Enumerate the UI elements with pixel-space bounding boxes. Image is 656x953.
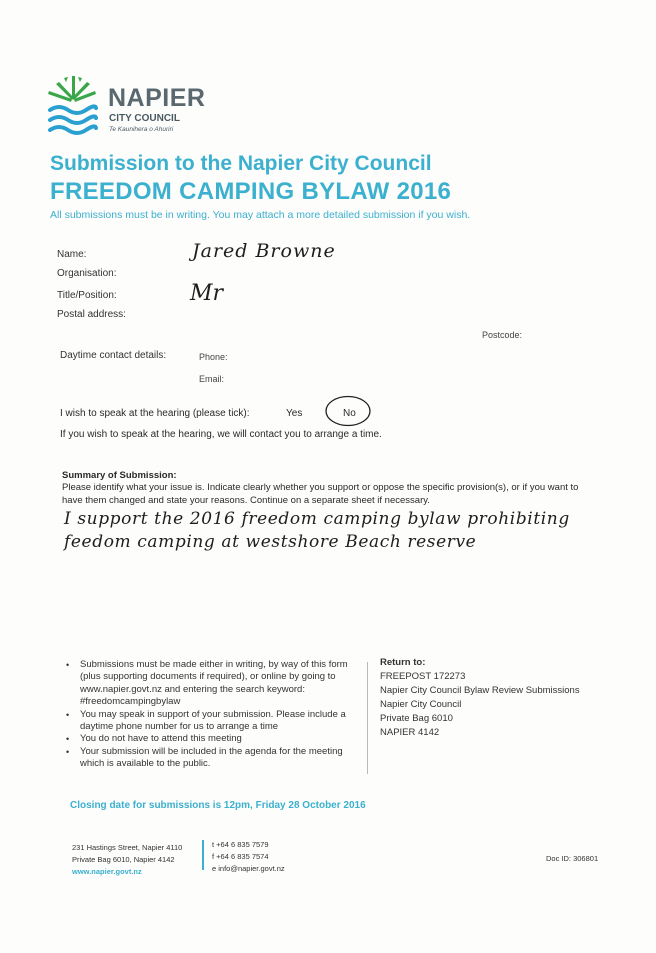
org-name: NAPIER [108, 84, 206, 112]
postcode-label: Postcode: [482, 330, 523, 340]
return-line: NAPIER 4142 [380, 727, 440, 738]
footer-phone: t +64 6 835 7579 [212, 840, 269, 849]
phone-label: Phone: [199, 352, 228, 362]
summary-instructions: Please identify what your issue is. Indi… [62, 482, 579, 506]
intro-text: All submissions must be in writing. You … [50, 209, 471, 221]
napier-logo-icon [48, 76, 98, 135]
return-line: Private Bag 6010 [380, 713, 453, 724]
return-line: Napier City Council [380, 699, 462, 710]
footer-address-postal: Private Bag 6010, Napier 4142 [72, 855, 175, 864]
note-item: Your submission will be included in the … [66, 746, 356, 771]
title-position-label: Title/Position: [57, 290, 117, 301]
footer-email[interactable]: e info@napier.govt.nz [212, 864, 285, 873]
contact-details-label: Daytime contact details: [60, 350, 167, 361]
postal-address-label: Postal address: [57, 309, 126, 320]
note-item: You do not have to attend this meeting [66, 733, 356, 746]
footer-address-street: 231 Hastings Street, Napier 4110 [72, 843, 183, 852]
hearing-yes-option[interactable]: Yes [286, 408, 303, 419]
org-maori-name: Te Kaunihera o Ahuriri [109, 126, 174, 133]
org-subtitle: CITY COUNCIL [109, 113, 180, 124]
return-heading: Return to: [380, 657, 426, 668]
closing-date: Closing date for submissions is 12pm, Fr… [70, 800, 366, 811]
form-title: Submission to the Napier City Council [50, 152, 432, 175]
no-circle-mark-icon [325, 395, 371, 427]
footer-divider [202, 840, 204, 870]
divider [367, 662, 368, 774]
title-value[interactable]: Mr [190, 281, 224, 306]
summary-heading: Summary of Submission: [62, 470, 177, 481]
note-item: You may speak in support of your submiss… [66, 709, 356, 734]
footer-fax: f +64 6 835 7574 [212, 852, 269, 861]
organisation-label: Organisation: [57, 268, 117, 279]
notes-list: Submissions must be made either in writi… [66, 659, 356, 771]
footer-website-link[interactable]: www.napier.govt.nz [72, 867, 142, 876]
hearing-note: If you wish to speak at the hearing, we … [60, 429, 382, 440]
form-subtitle: FREEDOM CAMPING BYLAW 2016 [50, 178, 452, 205]
submission-text[interactable]: I support the 2016 freedom camping bylaw… [64, 509, 570, 552]
email-label: Email: [199, 374, 225, 384]
name-value[interactable]: Jared Browne [192, 240, 336, 262]
return-line: Napier City Council Bylaw Review Submiss… [380, 685, 580, 696]
hearing-question: I wish to speak at the hearing (please t… [60, 408, 250, 419]
note-item: Submissions must be made either in writi… [66, 659, 356, 709]
hearing-no-option[interactable]: No [343, 408, 356, 419]
return-line: FREEPOST 172273 [380, 671, 466, 682]
doc-id: Doc ID: 306801 [546, 854, 599, 863]
name-label: Name: [57, 249, 87, 260]
